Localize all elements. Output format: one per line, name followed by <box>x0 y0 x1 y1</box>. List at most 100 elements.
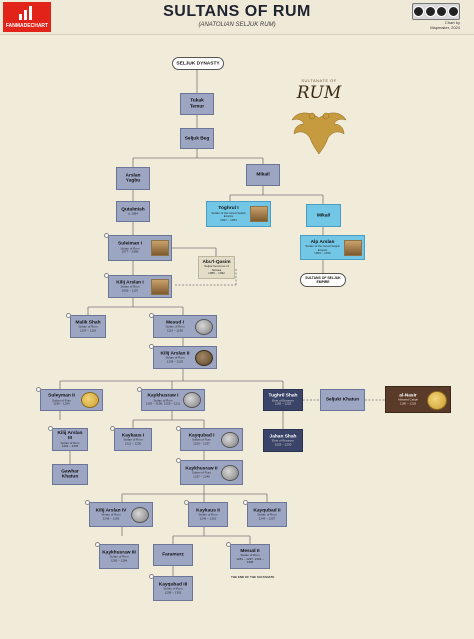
node-dates: 1192 – 1225 <box>274 401 292 406</box>
node-dates: 1063 – 1072 <box>314 251 331 256</box>
ruler-marker <box>243 500 248 505</box>
node-name: Kilij Arslan II <box>160 351 190 357</box>
node-title: Sultan of Rum <box>191 470 211 475</box>
coin-image <box>195 319 213 335</box>
node-title: Sultan of Rum <box>191 437 211 442</box>
node-dates: 1248 – 1265 <box>102 516 120 521</box>
node-title: Abbasid Caliph <box>397 397 419 402</box>
node-title: Sultan of Rum <box>120 246 140 251</box>
coin-image <box>221 465 239 481</box>
seljuk-beg-node: Seljuk Beg <box>180 128 214 149</box>
node-title: Sultan of the Great Seljuk Empire <box>211 210 246 218</box>
credit: Chart by Mapmaker, 2024 <box>430 20 460 30</box>
node-dates: 1192 – 1196, 1205 – 1211 <box>145 401 181 406</box>
node-dates: 1225 – 1230 <box>274 442 292 447</box>
emblem-label-main: RUM <box>296 83 342 103</box>
node-name: Kaykaus II <box>196 508 220 514</box>
credit-line-2: Mapmaker, 2024 <box>430 25 460 30</box>
node-name: Kilij Arslan III <box>57 430 83 441</box>
node-title: Sultan of Rum <box>78 324 98 329</box>
node-dates: 1037 – 1063 <box>220 217 237 222</box>
node-dates: 1204 – 1205 <box>61 444 79 448</box>
node-name: al-Nasir <box>399 393 417 399</box>
ruler-marker <box>184 500 189 505</box>
coin-image <box>131 507 149 523</box>
node-title: Sultan of Rum <box>163 586 183 591</box>
node-dates: 1077 – 1086 <box>121 249 139 254</box>
node-name: Kayqubad II <box>253 508 281 514</box>
ruler-marker <box>226 542 231 547</box>
node-name: Arslan Yagbu <box>125 173 141 184</box>
node-name: Tughril Shah <box>268 393 298 399</box>
node-name: Abu'l-Qasim <box>202 259 231 265</box>
nc-icon <box>436 6 448 17</box>
mikail-node: Mikail <box>246 164 280 186</box>
coin-image <box>81 392 99 408</box>
node-title: Seljuk Governor of Nicaea <box>204 263 229 272</box>
node-dates: 1220 – 1237 <box>193 441 210 446</box>
node-name: SELJUK DYNASTY <box>176 60 220 66</box>
node-title: Emir of Erzurum <box>272 398 294 403</box>
ruler-marker <box>149 344 154 349</box>
gawhar-khatun-node: Gawhar Khatun <box>52 464 88 485</box>
creative-commons-icon <box>412 3 460 20</box>
node-name: Kaykhusraw II <box>185 466 218 472</box>
coin-image <box>221 432 239 448</box>
node-name: Tukak Temur <box>189 98 205 110</box>
node-dates: 1265 – 1284 <box>110 558 128 563</box>
bar-chart-icon <box>19 6 35 20</box>
node-dates: 1180 – 1225 <box>399 401 417 406</box>
arslan-yagbu-node: Arslan Yagbu <box>116 167 150 190</box>
node-title: Sultan of Rum <box>109 554 129 559</box>
node-dates: 1249 – 1257 <box>258 516 276 521</box>
ruler-marker <box>176 426 181 431</box>
ruler-marker <box>110 426 115 431</box>
node-name: Kaykaus I <box>121 433 145 439</box>
node-name: Kaykhusraw III <box>102 550 136 556</box>
node-title: Sultan of Rum <box>51 398 71 403</box>
seljuk-dynasty-node: SELJUK DYNASTY <box>172 57 224 70</box>
mikail-2-node: Mikail <box>306 204 341 227</box>
cc-icon <box>413 6 425 17</box>
node-name: Seljuki Khatun <box>325 397 360 403</box>
node-title: Sultan of Rum <box>153 398 173 403</box>
node-name: Kilij Arslan I <box>116 280 144 286</box>
node-dates: d. 1064 <box>127 211 138 216</box>
node-name: Mikail <box>256 172 270 178</box>
ruler-marker <box>48 426 53 431</box>
end-of-sultanate-note: THE END OF THE SULTANATE <box>231 575 275 579</box>
portrait-image <box>344 240 362 256</box>
ruler-marker <box>85 500 90 505</box>
node-dates: 1116 – 1156 <box>166 328 183 333</box>
node-dates: 1156 – 1192 <box>166 359 184 364</box>
node-title: Sultan of Rum <box>257 512 277 517</box>
node-dates: 1196 – 1204 <box>53 401 70 406</box>
node-dates: 1086 – 1092 <box>208 271 225 276</box>
node-dates: 1298 – 1302 <box>164 590 182 595</box>
node-name: Kaykhusraw I <box>147 393 179 399</box>
node-name: SULTANS OF SELJUK EMPIRE <box>305 276 341 284</box>
by-icon <box>424 6 436 17</box>
ruler-marker <box>66 313 71 318</box>
ruler-marker <box>95 542 100 547</box>
portrait-image <box>151 279 169 295</box>
node-name: Suleyman II <box>48 393 75 399</box>
